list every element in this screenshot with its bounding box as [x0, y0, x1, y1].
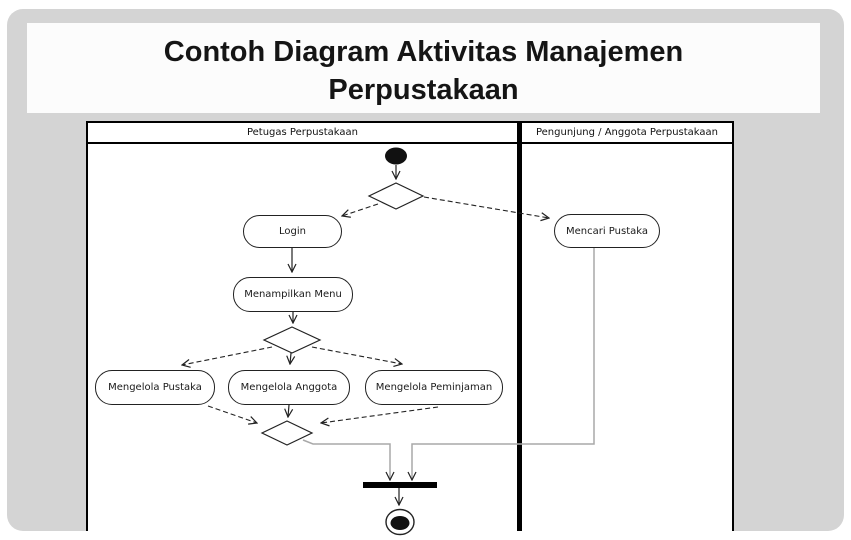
slide-title-line2: Perpustakaan	[328, 74, 519, 106]
activity-login: Login	[243, 215, 342, 248]
activity-diagram-canvas	[86, 121, 734, 531]
activity-mengelola-anggota-label: Mengelola Anggota	[240, 382, 338, 393]
activity-mengelola-pustaka: Mengelola Pustaka	[95, 370, 215, 405]
swimlane-header-petugas: Petugas Perpustakaan	[246, 127, 359, 138]
slide-title: Contoh Diagram Aktivitas Manajemen Perpu…	[27, 23, 820, 109]
activity-mengelola-pustaka-label: Mengelola Pustaka	[108, 382, 202, 393]
activity-mencari-pustaka-label: Mencari Pustaka	[565, 225, 648, 237]
slide-title-block: Contoh Diagram Aktivitas Manajemen Perpu…	[27, 23, 820, 113]
activity-login-label: Login	[279, 226, 306, 237]
activity-menampilkan-menu-label: Menampilkan Menu	[244, 289, 342, 300]
swimlane-header-separator	[86, 142, 734, 144]
activity-mengelola-anggota: Mengelola Anggota	[228, 370, 350, 405]
swimlane-divider	[517, 121, 522, 531]
activity-menampilkan-menu: Menampilkan Menu	[233, 277, 353, 312]
activity-mengelola-peminjaman-label: Mengelola Peminjaman	[375, 382, 493, 393]
activity-mengelola-peminjaman: Mengelola Peminjaman	[365, 370, 503, 405]
slide-title-line1: Contoh Diagram Aktivitas Manajemen	[163, 36, 684, 68]
activity-mencari-pustaka: Mencari Pustaka	[554, 214, 660, 248]
swimlane-header-pengunjung: Pengunjung / Anggota Perpustakaan	[535, 127, 719, 138]
